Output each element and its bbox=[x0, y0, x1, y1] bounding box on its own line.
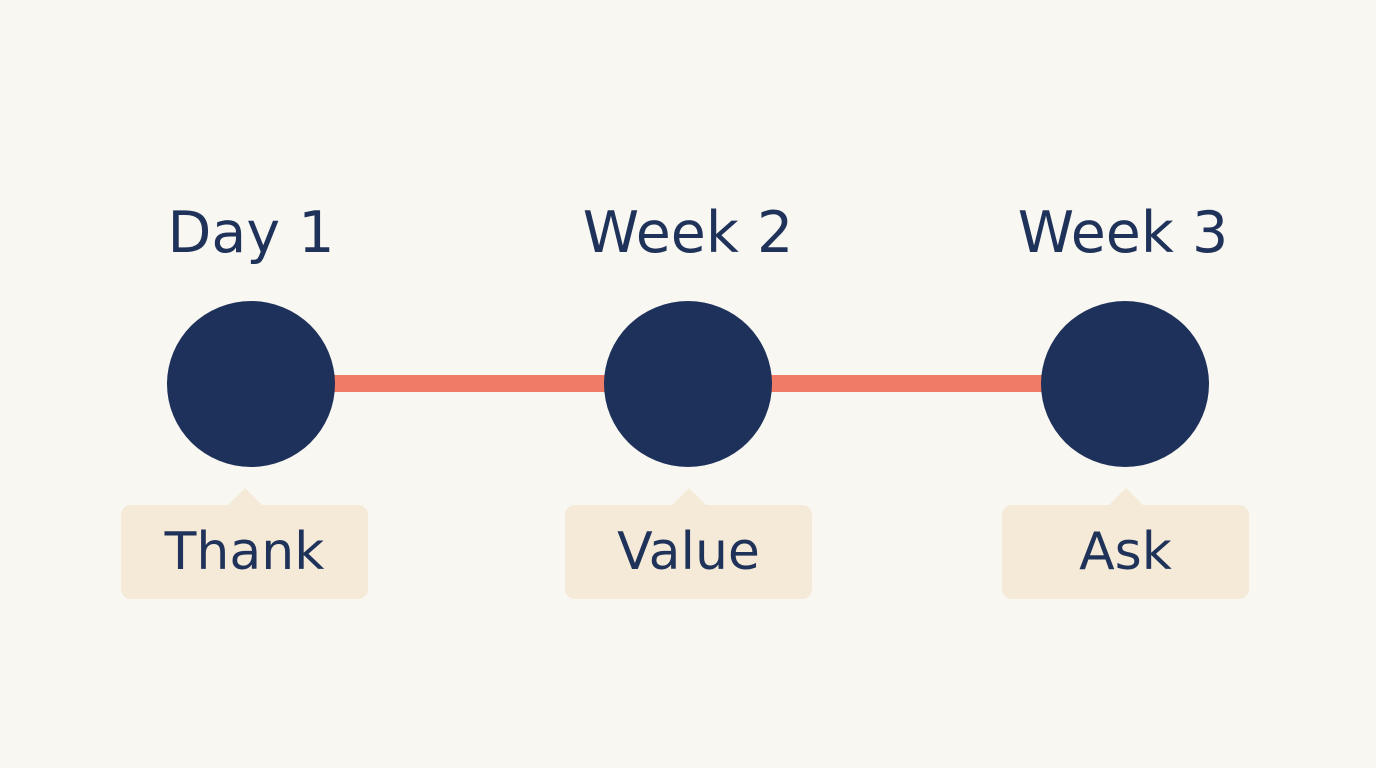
milestone-node-week-3 bbox=[1041, 301, 1209, 467]
milestone-callout-thank: Thank bbox=[121, 488, 368, 599]
milestone-callout-ask: Ask bbox=[1002, 488, 1249, 599]
milestone-title-week-2: Week 2 bbox=[582, 200, 794, 266]
milestone-callout-value: Value bbox=[565, 488, 812, 599]
callout-label: Ask bbox=[1079, 522, 1172, 582]
milestone-title-day-1: Day 1 bbox=[167, 200, 335, 266]
callout-pointer bbox=[1108, 488, 1143, 505]
milestone-title-week-3: Week 3 bbox=[1017, 200, 1229, 266]
callout-pointer bbox=[227, 488, 262, 505]
connector-line-2-3 bbox=[766, 375, 1046, 392]
milestone-node-day-1 bbox=[167, 301, 335, 467]
callout-pointer bbox=[671, 488, 706, 505]
callout-label: Thank bbox=[164, 522, 325, 582]
callout-label: Value bbox=[617, 522, 760, 582]
connector-line-1-2 bbox=[330, 375, 610, 392]
milestone-node-week-2 bbox=[604, 301, 772, 467]
